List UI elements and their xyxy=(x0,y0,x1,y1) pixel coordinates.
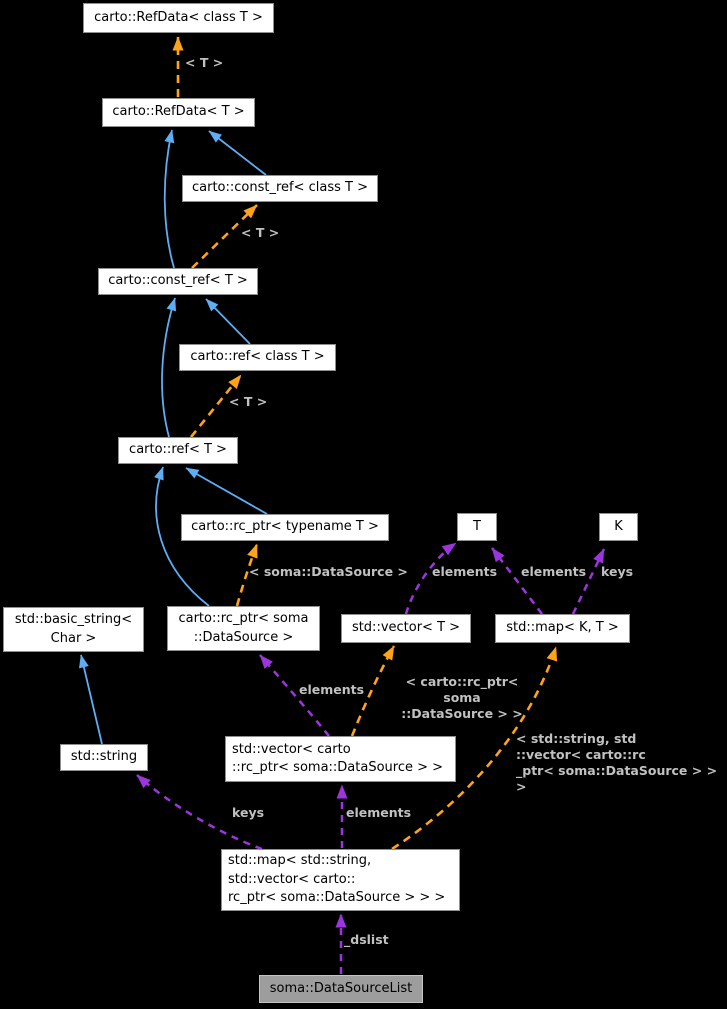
edge-label-template-t-1: < T > xyxy=(185,55,224,70)
edge-map-kt-to-t xyxy=(491,547,543,615)
node-string[interactable]: std::string xyxy=(60,744,148,771)
edge-label-template-vector: < carto::rc_ptr< soma ::DataSource > > xyxy=(401,674,523,721)
node-basic-string[interactable]: std::basic_string< Char > xyxy=(3,607,144,652)
edge-label-map-big-keys: keys xyxy=(232,805,265,820)
node-k[interactable]: K xyxy=(599,513,638,541)
edge-label-template-map: < std::string, std ::vector< carto::rc _… xyxy=(516,731,718,794)
node-map-string-vector[interactable]: std::map< std::string, std::vector< cart… xyxy=(221,849,460,911)
edge-label-map-elements: elements xyxy=(521,564,587,579)
edge-ref-t-to-constref-t xyxy=(161,297,177,438)
node-vector-t[interactable]: std::vector< T > xyxy=(341,614,471,643)
node-const-ref-class-t[interactable]: carto::const_ref< class T > xyxy=(182,175,378,202)
node-refdata-class-t[interactable]: carto::RefData< class T > xyxy=(83,3,274,33)
node-refdata-t[interactable]: carto::RefData< T > xyxy=(102,98,255,127)
edge-label-template-soma-datasource: < soma::DataSource > xyxy=(249,564,408,579)
edge-label-template-t-2: < T > xyxy=(241,225,280,240)
edge-vector-rcptr-to-vector-t xyxy=(350,645,396,737)
node-vector-rcptr-datasource[interactable]: std::vector< carto ::rc_ptr< soma::DataS… xyxy=(225,736,456,782)
edge-vector-rcptr-to-rcptr-ds xyxy=(259,654,330,737)
node-rc-ptr-typename-t[interactable]: carto::rc_ptr< typename T > xyxy=(181,514,389,541)
edge-label-map-big-elements: elements xyxy=(346,805,412,820)
edge-ref-classt-to-constref-t xyxy=(205,298,251,345)
edge-map-big-to-string xyxy=(136,774,263,851)
edge-label-map-keys: keys xyxy=(601,564,634,579)
edge-rcptr-ds-to-rcptr-typenamet xyxy=(235,543,259,607)
edge-constref-t-to-refdata-t xyxy=(163,129,175,269)
edge-label-dslist: _dslist xyxy=(344,932,389,947)
node-map-k-t[interactable]: std::map< K, T > xyxy=(495,614,630,643)
edge-rcptr-ds-to-ref-t xyxy=(154,466,210,607)
edge-constref-t-to-constref-classt xyxy=(191,204,258,269)
node-ref-t[interactable]: carto::ref< T > xyxy=(118,437,238,464)
edge-string-to-basicstring xyxy=(79,654,103,745)
edge-rcptr-typenamet-to-ref-t xyxy=(185,467,268,515)
edge-vector-t-to-t xyxy=(404,541,457,615)
edge-label-template-t-3: < T > xyxy=(229,394,268,409)
node-t[interactable]: T xyxy=(457,513,497,541)
node-soma-datasourcelist[interactable]: soma::DataSourceList xyxy=(259,975,423,1003)
edge-map-kt-to-k xyxy=(571,548,606,615)
edge-constref-classt-to-refdata-t xyxy=(208,130,267,176)
edge-label-vector-rcptr-elements: elements xyxy=(299,682,365,697)
node-ref-class-t[interactable]: carto::ref< class T > xyxy=(179,344,336,371)
edge-map-big-to-map-kt xyxy=(391,646,558,851)
node-const-ref-t[interactable]: carto::const_ref< T > xyxy=(98,268,258,295)
edge-label-vector-elements: elements xyxy=(432,564,498,579)
node-rc-ptr-datasource[interactable]: carto::rc_ptr< soma ::DataSource > xyxy=(167,606,320,651)
